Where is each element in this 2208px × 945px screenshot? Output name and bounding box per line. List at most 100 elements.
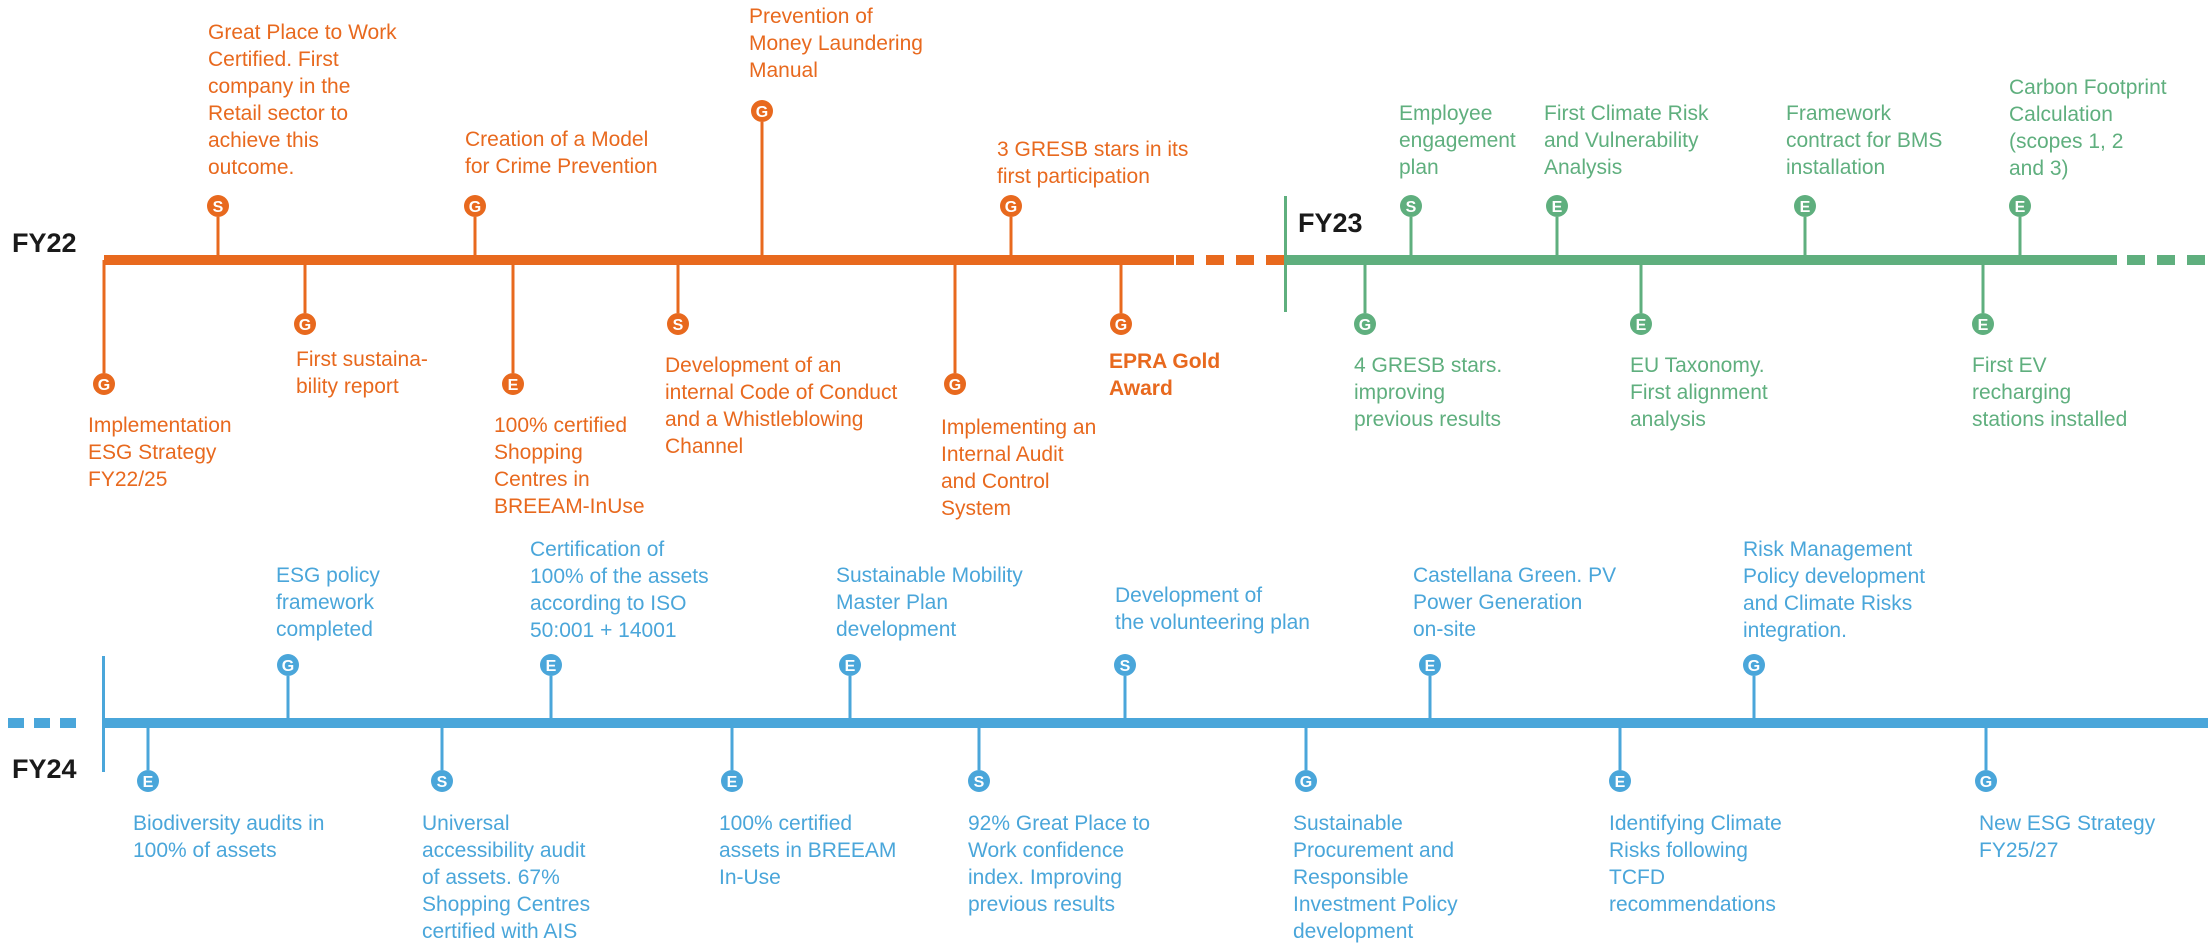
fy24-milestone-badge — [1975, 770, 1997, 792]
fy22-milestone-badge-letter: G — [1005, 199, 1017, 216]
fy22-milestone-badge-letter: E — [508, 377, 519, 394]
fy23-milestone-badge — [1546, 195, 1568, 217]
fy24-milestone-badge — [540, 654, 562, 676]
fy22-milestone-badge — [751, 100, 773, 122]
fy24-dash-2 — [34, 718, 50, 728]
fy24-label: FY24 — [12, 754, 77, 784]
fy23-timeline-bar — [1287, 255, 2117, 265]
fy22-milestone-badge — [667, 313, 689, 335]
fy22-milestone-badge — [294, 313, 316, 335]
fy24-milestone-badge-letter: E — [546, 658, 557, 675]
fy24-milestone-badge-letter: S — [974, 774, 985, 791]
fy23-dash-1 — [2127, 255, 2145, 265]
fy24-dash-1 — [8, 718, 24, 728]
fy23-milestone-badge — [1794, 195, 1816, 217]
fy24-milestone-badge-letter: E — [727, 774, 738, 791]
fy24-milestone-badge-letter: E — [1615, 774, 1626, 791]
fy24-milestone-badge-letter: G — [1980, 774, 1992, 791]
fy24-milestone-badge — [1419, 654, 1441, 676]
fy23-milestone-badge — [1400, 195, 1422, 217]
fy24-milestone-badge — [839, 654, 861, 676]
fy23-milestone-badge-letter: E — [1978, 317, 1989, 334]
fy24-milestone-badge — [277, 654, 299, 676]
fy22-milestone-badge-letter: G — [756, 104, 768, 121]
fy22-dash-4 — [1266, 255, 1284, 265]
fy23-dash-3 — [2187, 255, 2205, 265]
fy22-milestone-badge — [464, 195, 486, 217]
fy22-dash-3 — [1236, 255, 1254, 265]
fy22-milestone-badge-letter: S — [213, 199, 224, 216]
fy23-milestone-badge — [1630, 313, 1652, 335]
fy23-start-tick — [1284, 196, 1287, 312]
fy24-milestone-badge-letter: E — [845, 658, 856, 675]
fy24-milestone-badge — [1743, 654, 1765, 676]
fy24-timeline-bar — [105, 718, 2208, 728]
fy23-milestone-badge-letter: E — [1636, 317, 1647, 334]
fy23-milestone-badge — [2009, 195, 2031, 217]
fy24-milestone-badge-letter: G — [1748, 658, 1760, 675]
fy22-milestone-badge-letter: G — [1115, 317, 1127, 334]
fy22-milestone-badge-letter: G — [949, 377, 961, 394]
fy22-milestone-badge-letter: S — [673, 317, 684, 334]
fy22-milestone-badge — [207, 195, 229, 217]
fy22-milestone-text: First sustaina-bility report — [296, 348, 428, 398]
fy24-milestone-badge — [721, 770, 743, 792]
fy23-dash-2 — [2157, 255, 2175, 265]
fy22-milestone-badge — [93, 373, 115, 395]
fy23-milestone-badge-letter: E — [1800, 199, 1811, 216]
fy23-milestone-badge — [1972, 313, 1994, 335]
fy22-milestone-badge — [1000, 195, 1022, 217]
fy23-milestone-badge-letter: S — [1406, 199, 1417, 216]
fy22-timeline-bar — [104, 255, 1174, 265]
fy23-label: FY23 — [1298, 208, 1363, 238]
fy22-dash-1 — [1176, 255, 1194, 265]
fy23-milestone-badge — [1354, 313, 1376, 335]
fy24-milestone-badge — [968, 770, 990, 792]
fy24-milestone-badge-letter: S — [1120, 658, 1131, 675]
fy22-milestone-badge — [1110, 313, 1132, 335]
fy22-milestone-badge — [502, 373, 524, 395]
fy22-label: FY22 — [12, 228, 77, 258]
fy24-milestone-badge — [1295, 770, 1317, 792]
fy24-start-tick — [102, 656, 105, 772]
fy23-milestone-badge-letter: E — [2015, 199, 2026, 216]
fy22-milestone-badge-letter: G — [98, 377, 110, 394]
fy24-milestone-badge-letter: S — [437, 774, 448, 791]
fy24-milestone-badge-letter: E — [1425, 658, 1436, 675]
fy24-milestone-badge — [137, 770, 159, 792]
fy24-milestone-badge — [431, 770, 453, 792]
fy23-milestone-badge-letter: G — [1359, 317, 1371, 334]
fy24-milestone-badge-letter: G — [1300, 774, 1312, 791]
fy22-dash-2 — [1206, 255, 1224, 265]
fy24-milestone-badge — [1114, 654, 1136, 676]
fy24-milestone-badge — [1609, 770, 1631, 792]
fy23-milestone-badge-letter: E — [1552, 199, 1563, 216]
fy22-milestone-badge — [944, 373, 966, 395]
